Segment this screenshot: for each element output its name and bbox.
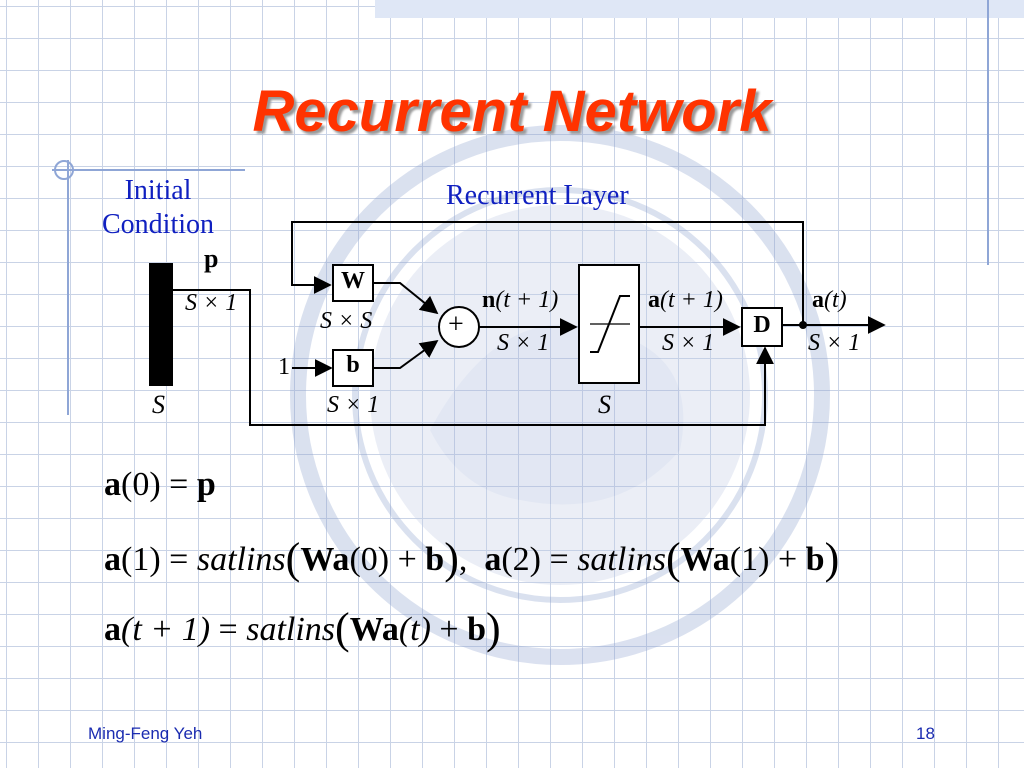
bias-symbol: b xyxy=(346,352,360,378)
eq1-p: p xyxy=(196,466,216,503)
initial-condition-line1: Initial xyxy=(124,175,192,206)
layer-output-symbol: a xyxy=(648,287,660,313)
bias-dim-label: S × 1 xyxy=(327,392,380,418)
initial-condition-label: Initial Condition xyxy=(88,174,228,242)
eq3-arg: (t + 1) xyxy=(121,611,211,648)
weight-dim-label: S × S xyxy=(320,308,373,334)
slide-title: Recurrent Network xyxy=(252,79,772,144)
final-output-arg: (t) xyxy=(824,287,847,313)
recurrent-layer-label: Recurrent Layer xyxy=(446,180,629,211)
eq2-b: b xyxy=(425,541,445,578)
bias-box xyxy=(332,349,374,387)
initial-condition-line2: Condition xyxy=(101,209,214,240)
eq2-wa: Wa xyxy=(300,541,350,578)
eq2-close-paren: ) xyxy=(444,534,459,583)
final-output-symbol: a xyxy=(812,287,824,313)
equation-initial: a(0) = p xyxy=(104,466,216,504)
eq1-a: a xyxy=(104,466,121,503)
eq2-open-paren: ( xyxy=(285,534,301,583)
weight-box xyxy=(332,264,374,302)
eq3-close-paren: ) xyxy=(486,604,501,653)
eq2b-close-paren: ) xyxy=(824,534,840,583)
net-input-label: n(t + 1) xyxy=(482,287,558,314)
final-output-label: a(t) xyxy=(812,287,847,314)
input-symbol: p xyxy=(204,244,219,273)
footer-author: Ming-Feng Yeh xyxy=(88,724,203,743)
eq1-equals: = xyxy=(160,466,197,503)
eq3-func: satlins xyxy=(246,611,336,648)
weight-to-sum-wire xyxy=(373,282,439,315)
eq2b-open-paren: ( xyxy=(666,534,681,583)
input-dim-label: S × 1 xyxy=(185,290,238,316)
layer-output-dim-label: S × 1 xyxy=(662,330,715,356)
eq2-equals: = xyxy=(160,541,197,578)
feedback-wire xyxy=(291,221,804,325)
delay-symbol: D xyxy=(753,312,771,338)
delay-box xyxy=(741,307,783,347)
eq2b-wa: Wa xyxy=(680,541,730,578)
eq2b-plus: + xyxy=(769,541,806,578)
net-symbol: n xyxy=(482,287,496,313)
transfer-size-label: S xyxy=(598,390,611,419)
eq3-equals: = xyxy=(210,611,247,648)
bias-input-label: 1 xyxy=(278,354,290,380)
net-arg: (t + 1) xyxy=(495,287,559,313)
eq3-wa: Wa xyxy=(349,611,399,648)
bias-to-sum-wire xyxy=(373,339,439,369)
weight-symbol: W xyxy=(341,268,365,294)
output-junction-dot xyxy=(799,321,807,329)
eq3-open-paren: ( xyxy=(335,604,350,653)
net-dim-label: S × 1 xyxy=(497,330,550,356)
eq3-plus: + xyxy=(430,611,468,648)
layer-output-label: a(t + 1) xyxy=(648,287,723,314)
eq2b-a: a xyxy=(484,541,502,578)
eq2-warg: (0) xyxy=(349,541,390,578)
equation-steps: a(1) = satlins(Wa(0) + b), a(2) = satlin… xyxy=(104,533,839,584)
initial-condition-wire xyxy=(173,289,774,426)
eq3-b: b xyxy=(467,611,487,648)
eq3-a: a xyxy=(104,611,121,648)
eq1-arg: (0) xyxy=(121,466,161,503)
eq3-warg: (t) xyxy=(398,611,431,648)
eq2b-equals: = xyxy=(541,541,578,578)
eq2-plus: + xyxy=(389,541,426,578)
eq2-arg: (1) xyxy=(121,541,161,578)
footer-page-number: 18 xyxy=(916,724,935,743)
layer-output-arg: (t + 1) xyxy=(660,287,723,313)
input-vector-bar xyxy=(149,263,173,386)
eq2-func: satlins xyxy=(196,541,286,578)
top-banner-strip xyxy=(375,0,1024,18)
equation-general: a(t + 1) = satlins(Wa(t) + b) xyxy=(104,603,501,654)
eq2b-arg: (2) xyxy=(501,541,542,578)
frame-ornament-icon xyxy=(54,160,74,180)
final-output-dim-label: S × 1 xyxy=(808,330,861,356)
eq2b-b: b xyxy=(805,541,825,578)
eq2b-warg: (1) xyxy=(729,541,770,578)
eq2-a: a xyxy=(104,541,121,578)
summation-symbol: + xyxy=(448,309,464,340)
input-size-label: S xyxy=(152,390,165,419)
eq2-separator: , xyxy=(458,541,468,578)
eq2b-func: satlins xyxy=(577,541,667,578)
